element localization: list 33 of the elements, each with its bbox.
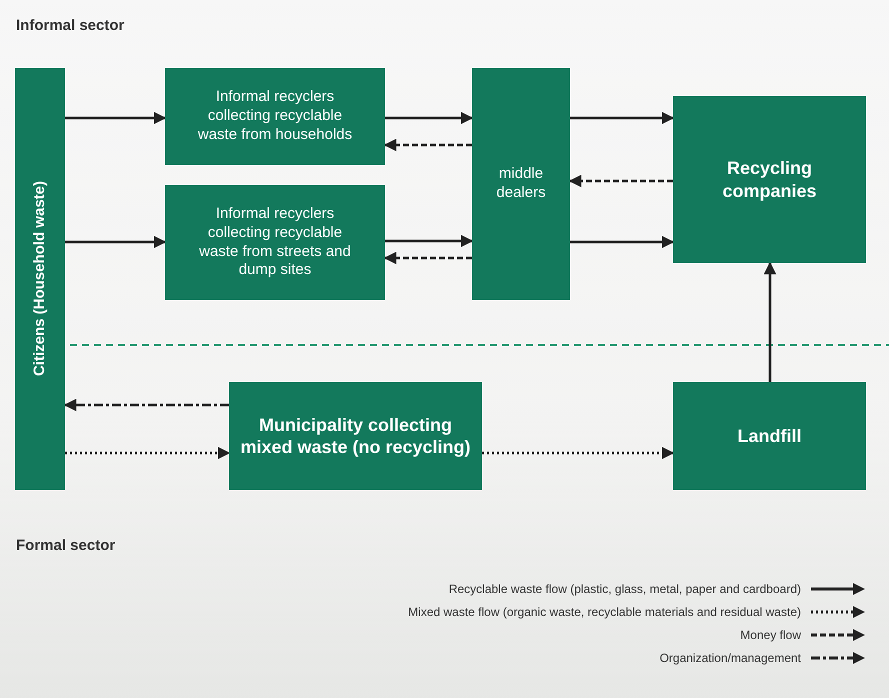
arrow (570, 236, 674, 248)
process-box (229, 382, 482, 490)
legend-text: Mixed waste flow (organic waste, recyclable materials and residual waste) (408, 605, 801, 619)
box-label: middle dealers (495, 165, 547, 203)
legend-text: Organization/management (660, 651, 801, 665)
arrow (384, 252, 472, 264)
process-box (165, 185, 385, 300)
box-label: Citizens (Household waste) (30, 181, 49, 377)
process-box (15, 68, 65, 490)
arrow (64, 398, 229, 412)
arrow (385, 234, 474, 248)
process-box (673, 96, 866, 263)
legend-text: Money flow (740, 628, 801, 642)
box-label: Landfill (738, 424, 802, 448)
arrow (385, 112, 474, 124)
arrow (568, 174, 673, 188)
process-box (165, 68, 385, 165)
arrow (65, 112, 166, 124)
process-box (472, 68, 570, 300)
box-label: Recycling companies (721, 157, 818, 202)
arrow (384, 138, 472, 152)
section-label: Formal sector (16, 537, 116, 554)
section-label: Informal sector (16, 17, 124, 34)
legend-text: Recyclable waste flow (plastic, glass, metal, paper and cardboard) (448, 582, 801, 596)
arrow (764, 262, 776, 382)
arrow (570, 112, 674, 124)
arrow (482, 446, 674, 460)
process-box (673, 382, 866, 490)
arrow (65, 236, 166, 248)
box-label: Informal recyclers collecting recyclable waste from households (196, 88, 354, 145)
box-label: Municipality collecting mixed waste (no recycling) (239, 414, 472, 458)
arrow (65, 446, 230, 460)
box-label: Informal recyclers collecting recyclable waste from streets and dump sites (198, 205, 352, 280)
